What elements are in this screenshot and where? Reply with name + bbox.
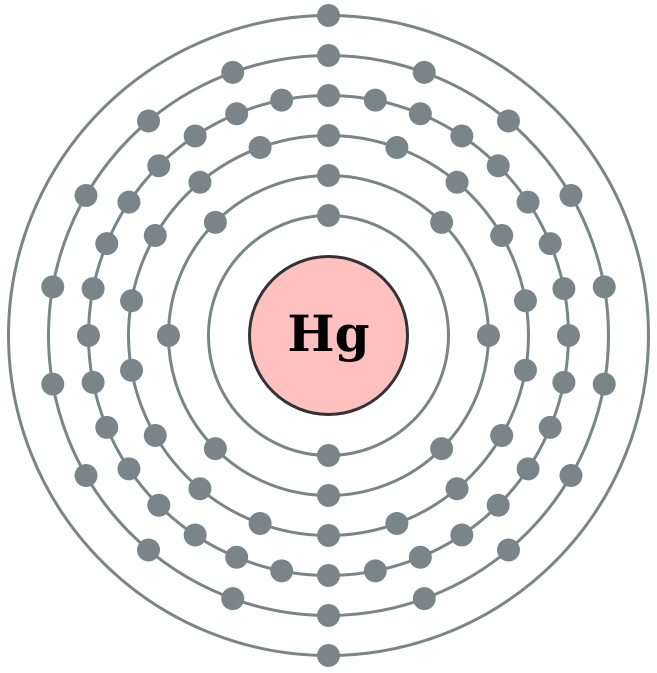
electron-shell-2-8: [203, 210, 227, 234]
electron-shell-4-16: [363, 559, 387, 583]
electron-shell-4-2: [363, 88, 387, 112]
electron-shell-4-13: [486, 493, 510, 517]
electron-shell-4-32: [270, 88, 294, 112]
electron-shell-4-10: [552, 370, 576, 394]
electron-shell-5-2: [412, 60, 436, 84]
electron-shell-4-1: [317, 84, 340, 107]
electron-shell-3-12: [188, 477, 212, 501]
electron-shell-3-15: [120, 289, 144, 313]
electron-shell-4-4: [450, 124, 474, 148]
electron-shell-4-18: [270, 559, 294, 583]
electron-shell-5-15: [41, 275, 65, 299]
electron-shell-5-16: [74, 184, 98, 207]
electron-shell-5-1: [317, 44, 340, 67]
electron-shell-5-3: [496, 109, 520, 133]
electron-shell-5-14: [41, 372, 65, 396]
nucleus: Hg: [248, 255, 409, 416]
electron-shell-3-2: [385, 136, 409, 160]
electron-shell-5-18: [221, 60, 245, 84]
electron-shell-4-11: [538, 415, 562, 439]
electron-shell-2-7: [157, 324, 180, 347]
electron-shell-3-18: [248, 136, 272, 160]
electron-shell-4-8: [552, 277, 576, 301]
electron-shell-5-6: [592, 372, 616, 396]
electron-shell-2-3: [477, 324, 500, 347]
electron-shell-3-11: [248, 511, 272, 535]
electron-shell-4-25: [77, 324, 100, 347]
electron-shell-4-14: [450, 523, 474, 547]
electron-shell-3-3: [445, 170, 469, 194]
electron-shell-5-10: [317, 604, 340, 627]
electron-shell-5-11: [221, 587, 245, 611]
electron-shell-1-2: [317, 444, 340, 467]
electron-shell-4-9: [557, 324, 580, 347]
electron-shell-4-15: [408, 545, 432, 569]
electron-shell-4-24: [81, 370, 105, 394]
element-symbol: Hg: [287, 304, 369, 363]
electron-shell-6-2: [317, 644, 340, 667]
electron-shell-5-9: [412, 587, 436, 611]
electron-shell-4-21: [147, 493, 171, 517]
electron-shell-4-29: [147, 154, 171, 178]
electron-shell-3-6: [513, 358, 537, 382]
electron-shell-3-1: [317, 124, 340, 147]
electron-shell-4-3: [408, 102, 432, 126]
electron-shell-4-7: [538, 232, 562, 256]
electron-shell-5-7: [559, 464, 583, 487]
electron-shell-4-6: [516, 190, 540, 214]
electron-shell-6-1: [317, 4, 340, 27]
electron-shell-4-31: [225, 102, 249, 126]
electron-shell-3-8: [445, 477, 469, 501]
electron-shell-3-16: [143, 224, 167, 247]
electron-shell-2-5: [317, 484, 340, 507]
electron-shell-3-17: [188, 170, 212, 194]
electron-shell-5-4: [559, 184, 583, 207]
electron-shell-3-5: [513, 289, 537, 313]
electron-shell-5-8: [496, 538, 520, 562]
electrons: [41, 4, 616, 667]
electron-shell-4-5: [486, 154, 510, 178]
electron-shell-4-19: [225, 545, 249, 569]
electron-shell-4-27: [95, 232, 119, 256]
electron-shell-3-4: [490, 224, 514, 247]
electron-shell-1-1: [317, 204, 340, 227]
electron-shell-2-4: [430, 437, 454, 461]
electron-shell-4-12: [516, 457, 540, 481]
electron-shell-5-12: [137, 538, 161, 562]
electron-shell-3-9: [385, 511, 409, 535]
electron-shell-2-2: [430, 210, 454, 234]
electron-shell-5-5: [592, 275, 616, 299]
electron-shell-4-23: [95, 415, 119, 439]
electron-shell-4-22: [117, 457, 141, 481]
electron-shell-3-14: [120, 358, 144, 382]
electron-shell-2-1: [317, 164, 340, 187]
electron-shell-5-13: [74, 464, 98, 487]
electron-shell-4-26: [81, 277, 105, 301]
electron-shell-3-7: [490, 424, 514, 447]
electron-shell-4-30: [183, 124, 207, 148]
electron-shell-4-17: [317, 564, 340, 587]
electron-shell-2-6: [203, 437, 227, 461]
nucleus-circle: [248, 255, 409, 416]
electron-shell-3-10: [317, 524, 340, 547]
electron-shell-5-17: [137, 109, 161, 133]
electron-shell-4-20: [183, 523, 207, 547]
electron-shell-3-13: [143, 424, 167, 447]
electron-shell-4-28: [117, 190, 141, 214]
